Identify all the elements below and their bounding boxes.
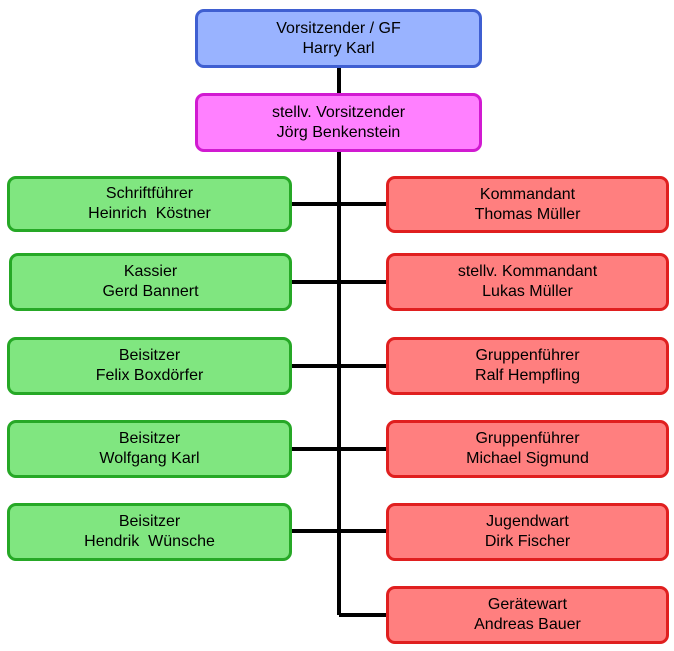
box-role: Schriftführer <box>105 185 194 202</box>
box-right-4: Jugendwart Dirk Fischer <box>386 503 669 561</box>
box-person-name: Heinrich Köstner <box>88 205 211 222</box>
box-person-name: Dirk Fischer <box>484 533 571 550</box>
connector-right-1 <box>339 280 387 284</box>
connector-left-3 <box>291 447 339 451</box>
box-right-0: Kommandant Thomas Müller <box>386 176 669 233</box>
box-role: Gerätewart <box>487 596 568 613</box>
box-left-3: Beisitzer Wolfgang Karl <box>7 420 292 478</box>
box-person-name: Jörg Benkenstein <box>276 123 401 141</box>
box-left-4: Beisitzer Hendrik Wünsche <box>7 503 292 561</box>
box-deputy-chair: stellv. Vorsitzender Jörg Benkenstein <box>195 93 482 152</box>
connector-left-1 <box>291 280 339 284</box>
box-person-name: Thomas Müller <box>474 205 581 223</box>
connector-top-to-deputy <box>337 66 341 93</box>
box-left-0: Schriftführer Heinrich Köstner <box>7 176 292 232</box>
box-chair: Vorsitzender / GF Harry Karl <box>195 9 482 68</box>
connector-left-4 <box>291 529 339 533</box>
box-person-name: Michael Sigmund <box>466 450 589 467</box>
box-right-2: Gruppenführer Ralf Hempfling <box>386 337 669 395</box>
box-person-name: Harry Karl <box>302 39 375 57</box>
box-role: Beisitzer <box>118 513 181 530</box>
box-left-1: Kassier Gerd Bannert <box>9 253 292 311</box>
connector-main-trunk <box>337 152 341 615</box>
connector-left-2 <box>291 364 339 368</box>
box-person-name: Ralf Hempfling <box>475 367 580 384</box>
connector-right-3 <box>339 447 387 451</box>
box-role: Beisitzer <box>118 347 181 364</box>
box-role: Kassier <box>123 263 178 280</box>
box-person-name: Lukas Müller <box>482 283 573 300</box>
box-right-5: Gerätewart Andreas Bauer <box>386 586 669 644</box>
box-person-name: Andreas Bauer <box>474 616 581 633</box>
box-role: Kommandant <box>479 185 576 203</box>
box-right-1: stellv. Kommandant Lukas Müller <box>386 253 669 311</box>
box-role: Vorsitzender / GF <box>276 19 401 37</box>
box-role: Beisitzer <box>118 430 181 447</box>
connector-left-0 <box>291 202 339 206</box>
box-person-name: Gerd Bannert <box>102 283 199 300</box>
box-role: stellv. Kommandant <box>457 263 598 280</box>
connector-right-0 <box>339 202 387 206</box>
box-role: stellv. Vorsitzender <box>271 103 406 121</box>
connector-right-4 <box>339 529 387 533</box>
box-role: Jugendwart <box>486 513 569 530</box>
box-role: Gruppenführer <box>475 430 580 447</box>
box-person-name: Felix Boxdörfer <box>95 367 204 384</box>
connector-right-2 <box>339 364 387 368</box>
box-person-name: Hendrik Wünsche <box>84 533 215 550</box>
connector-right-5 <box>339 613 387 617</box>
box-role: Gruppenführer <box>475 347 580 364</box>
box-right-3: Gruppenführer Michael Sigmund <box>386 420 669 478</box>
box-left-2: Beisitzer Felix Boxdörfer <box>7 337 292 395</box>
box-person-name: Wolfgang Karl <box>99 450 200 467</box>
